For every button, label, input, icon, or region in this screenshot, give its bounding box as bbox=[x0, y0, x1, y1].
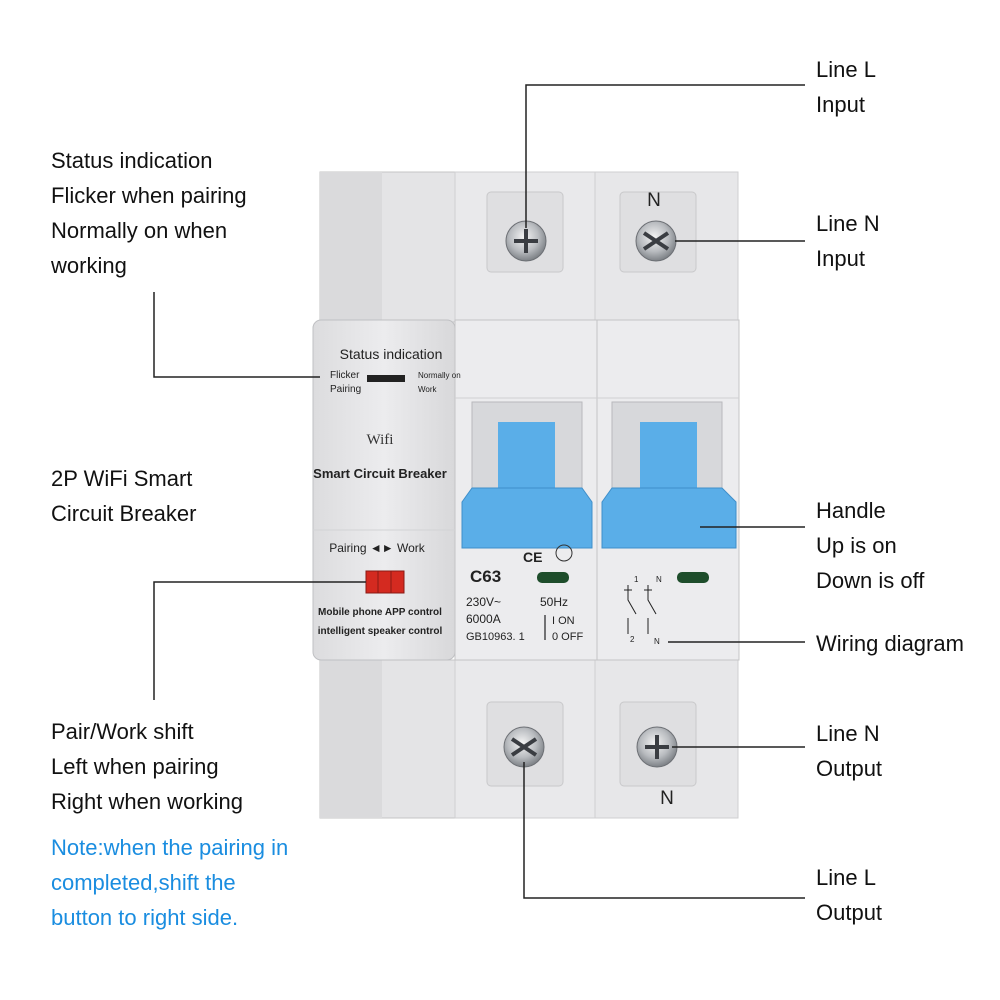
device-voltage-label: 230V~ bbox=[466, 595, 501, 609]
diag-label-n-top: N bbox=[656, 575, 662, 584]
callout-lines bbox=[153, 84, 805, 899]
screw-top-right bbox=[635, 220, 677, 262]
callout-line-l-output: Line L Output bbox=[816, 860, 882, 930]
screw-bottom-right bbox=[636, 726, 678, 768]
callout-line: Output bbox=[816, 900, 883, 925]
device-model-label: C63 bbox=[470, 567, 501, 586]
callout-handle: Handle Up is on Down is off bbox=[816, 493, 924, 598]
callout-line: Line L bbox=[816, 57, 876, 82]
callout-note: Note:when the pairing in completed,shift… bbox=[51, 830, 288, 935]
note-line: completed,shift the bbox=[51, 870, 236, 895]
callout-line: 2P WiFi Smart bbox=[51, 466, 193, 491]
callout-line-n-input: Line N Input bbox=[816, 206, 880, 276]
leader-line-l-output bbox=[523, 762, 805, 899]
device-status-title: Status indication bbox=[340, 346, 443, 362]
led-indicator-right bbox=[677, 572, 709, 583]
ce-mark: CE bbox=[523, 549, 542, 565]
callout-status-indication: Status indication Flicker when pairing N… bbox=[51, 143, 247, 283]
callout-line: Flicker when pairing bbox=[51, 183, 247, 208]
ccc-mark-icon bbox=[555, 544, 573, 562]
wiring-diagram-symbol: 1 N 2 N bbox=[624, 575, 662, 646]
device-speaker-control-label: intelligent speaker control bbox=[318, 626, 443, 637]
callout-line: Line N bbox=[816, 211, 880, 236]
device-normally-on-label: Normally on bbox=[418, 371, 461, 380]
callout-line: Line L bbox=[816, 865, 876, 890]
upper-block bbox=[319, 171, 739, 323]
callout-line: Normally on when bbox=[51, 218, 228, 243]
callout-line-n-output: Line N Output bbox=[816, 716, 882, 786]
pair-work-switch[interactable] bbox=[365, 570, 405, 594]
callout-line: Handle bbox=[816, 498, 886, 523]
device-wifi-label: Wifi bbox=[367, 432, 394, 448]
callout-line: Circuit Breaker bbox=[51, 501, 197, 526]
leader-line-pair-work bbox=[153, 581, 366, 700]
callout-line: Output bbox=[816, 756, 883, 781]
leader-line-l-input bbox=[525, 84, 805, 228]
callout-pair-work-shift: Pair/Work shift Left when pairing Right … bbox=[51, 714, 243, 819]
callout-line: Down is off bbox=[816, 568, 925, 593]
screw-bottom-left bbox=[503, 726, 545, 768]
device-flicker-label: Flicker bbox=[330, 370, 360, 381]
handle-right[interactable] bbox=[601, 401, 737, 549]
callout-line: Left when pairing bbox=[51, 754, 219, 779]
diag-label-n-bottom: N bbox=[654, 637, 660, 646]
device-standard-label: GB10963. 1 bbox=[466, 631, 525, 643]
device-off-label: 0 OFF bbox=[552, 631, 583, 643]
device-work-label: Work bbox=[418, 385, 438, 394]
callout-product-name: 2P WiFi Smart Circuit Breaker bbox=[51, 461, 196, 531]
diag-label-2: 2 bbox=[630, 635, 635, 644]
device-pairing-work-label: Pairing ◄► Work bbox=[329, 541, 426, 555]
callout-line: Pair/Work shift bbox=[51, 719, 194, 744]
device-on-label: I ON bbox=[552, 615, 575, 627]
callout-line: Right when working bbox=[51, 789, 243, 814]
callout-line: Input bbox=[816, 246, 865, 271]
handle-left[interactable] bbox=[461, 401, 593, 549]
terminal-n-bottom-label: N bbox=[660, 788, 674, 809]
callout-wiring-diagram: Wiring diagram bbox=[816, 626, 964, 661]
terminal-n-top-label: N bbox=[647, 190, 661, 211]
callout-line-l-input: Line L Input bbox=[816, 52, 876, 122]
callout-line: working bbox=[51, 253, 127, 278]
device-frequency-label: 50Hz bbox=[540, 595, 568, 609]
note-line: button to right side. bbox=[51, 905, 239, 930]
device-capacity-label: 6000A bbox=[466, 612, 501, 626]
callout-line: Wiring diagram bbox=[816, 631, 964, 656]
leader-line-status bbox=[153, 292, 320, 378]
diag-label-1: 1 bbox=[634, 575, 639, 584]
device-pairing-label: Pairing bbox=[330, 384, 361, 395]
device-brand-label: Smart Circuit Breaker bbox=[313, 466, 447, 481]
callout-line: Status indication bbox=[51, 148, 213, 173]
device-app-control-label: Mobile phone APP control bbox=[318, 607, 442, 618]
callout-line: Input bbox=[816, 92, 865, 117]
led-indicator-left bbox=[537, 572, 569, 583]
callout-line: Up is on bbox=[816, 533, 897, 558]
note-line: Note:when the pairing in bbox=[51, 835, 289, 860]
callout-line: Line N bbox=[816, 721, 880, 746]
status-led-slot bbox=[367, 375, 405, 382]
